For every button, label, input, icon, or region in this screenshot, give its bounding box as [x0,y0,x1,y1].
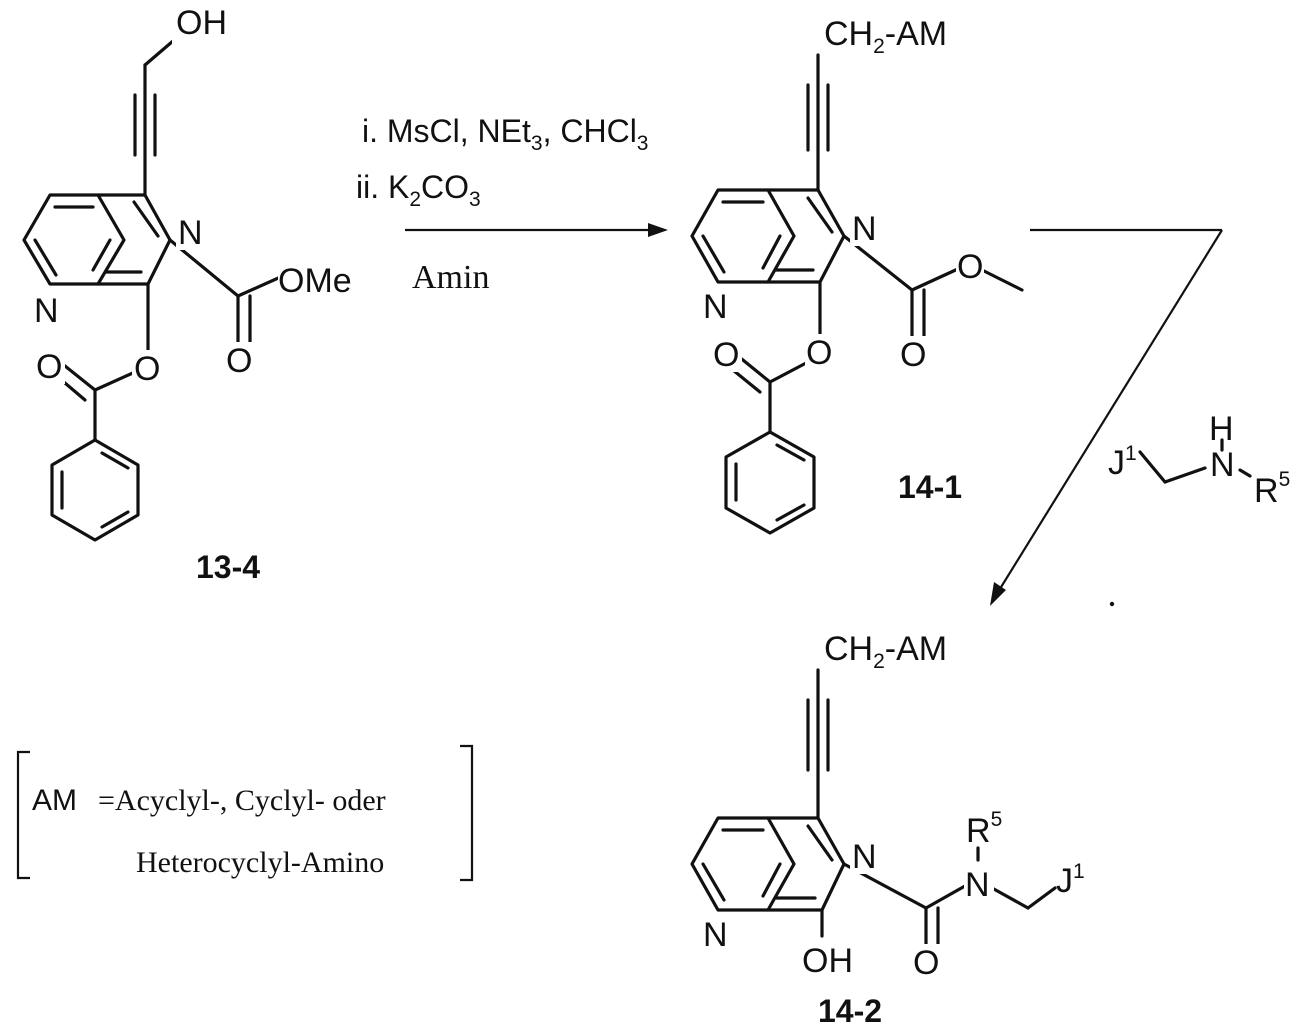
am-label: AM [32,784,77,817]
carbonyl-oxygen-label: O [900,336,926,374]
ring-nitrogen-label: N [34,292,59,330]
ring-nitrogen-label: N [703,288,728,326]
r5-label: R5 [966,808,1002,850]
compound-id-14-1: 14-1 [898,469,962,505]
hydroxyl-label: OH [176,4,227,42]
reagent-step-1: i. MsCl, NEt3, CHCl3 [362,113,648,155]
compound-14-2: CH2-AM N N OH O N R5 J1 14-2 [692,628,1085,1028]
compound-id-14-2: 14-2 [818,993,882,1028]
amide-nitrogen-label: N [965,866,990,904]
amine-reagent-label: Amin [412,259,489,296]
ring-nitrogen-label: N [703,916,728,954]
reaction-arrow-1: i. MsCl, NEt3, CHCl3 ii. K2CO3 Amin [356,113,668,296]
amine-reagent-structure: J1 H N R5 [1108,410,1290,510]
reaction-arrow-2 [990,230,1222,606]
methoxy-label: OMe [278,262,352,300]
compound-13-4: OH N N OMe O O O 13-4 [24,4,352,585]
hydroxyl-label: OH [802,942,853,980]
ch2-am-label: CH2-AM [824,15,947,58]
amine-n-label: N [1210,446,1235,484]
compound-14-1: CH2-AM N N O O O O 14-1 [692,14,1022,533]
ester-oxygen-label: O [134,350,160,388]
reagent-step-2: ii. K2CO3 [356,169,481,211]
am-definition-line-2: Heterocyclyl-Amino [136,846,384,879]
am-definition-legend: AM =Acyclyl-, Cyclyl- oder Heterocyclyl-… [18,746,472,880]
ring-nitrogen-label: N [852,210,877,248]
stray-dot [1110,602,1114,606]
carbonyl-oxygen-label: O [36,348,62,386]
benzoate-oxygen-label: O [806,334,832,372]
j1-label: J1 [1108,442,1137,482]
amine-h-label: H [1209,410,1234,448]
carbonyl-oxygen-label: O [913,944,939,982]
carbonyl-oxygen-label: O [226,342,252,380]
ch2-am-label: CH2-AM [824,630,947,673]
am-definition-line-1: =Acyclyl-, Cyclyl- oder [98,784,386,817]
j1-label: J1 [1056,860,1085,900]
ester-oxygen-label: O [957,248,983,286]
compound-id-13-4: 13-4 [196,549,260,585]
r5-label: R5 [1254,468,1290,510]
carbonyl-oxygen-label: O [713,336,739,374]
ring-nitrogen-label: N [852,838,877,876]
ring-nitrogen-label: N [178,214,203,252]
